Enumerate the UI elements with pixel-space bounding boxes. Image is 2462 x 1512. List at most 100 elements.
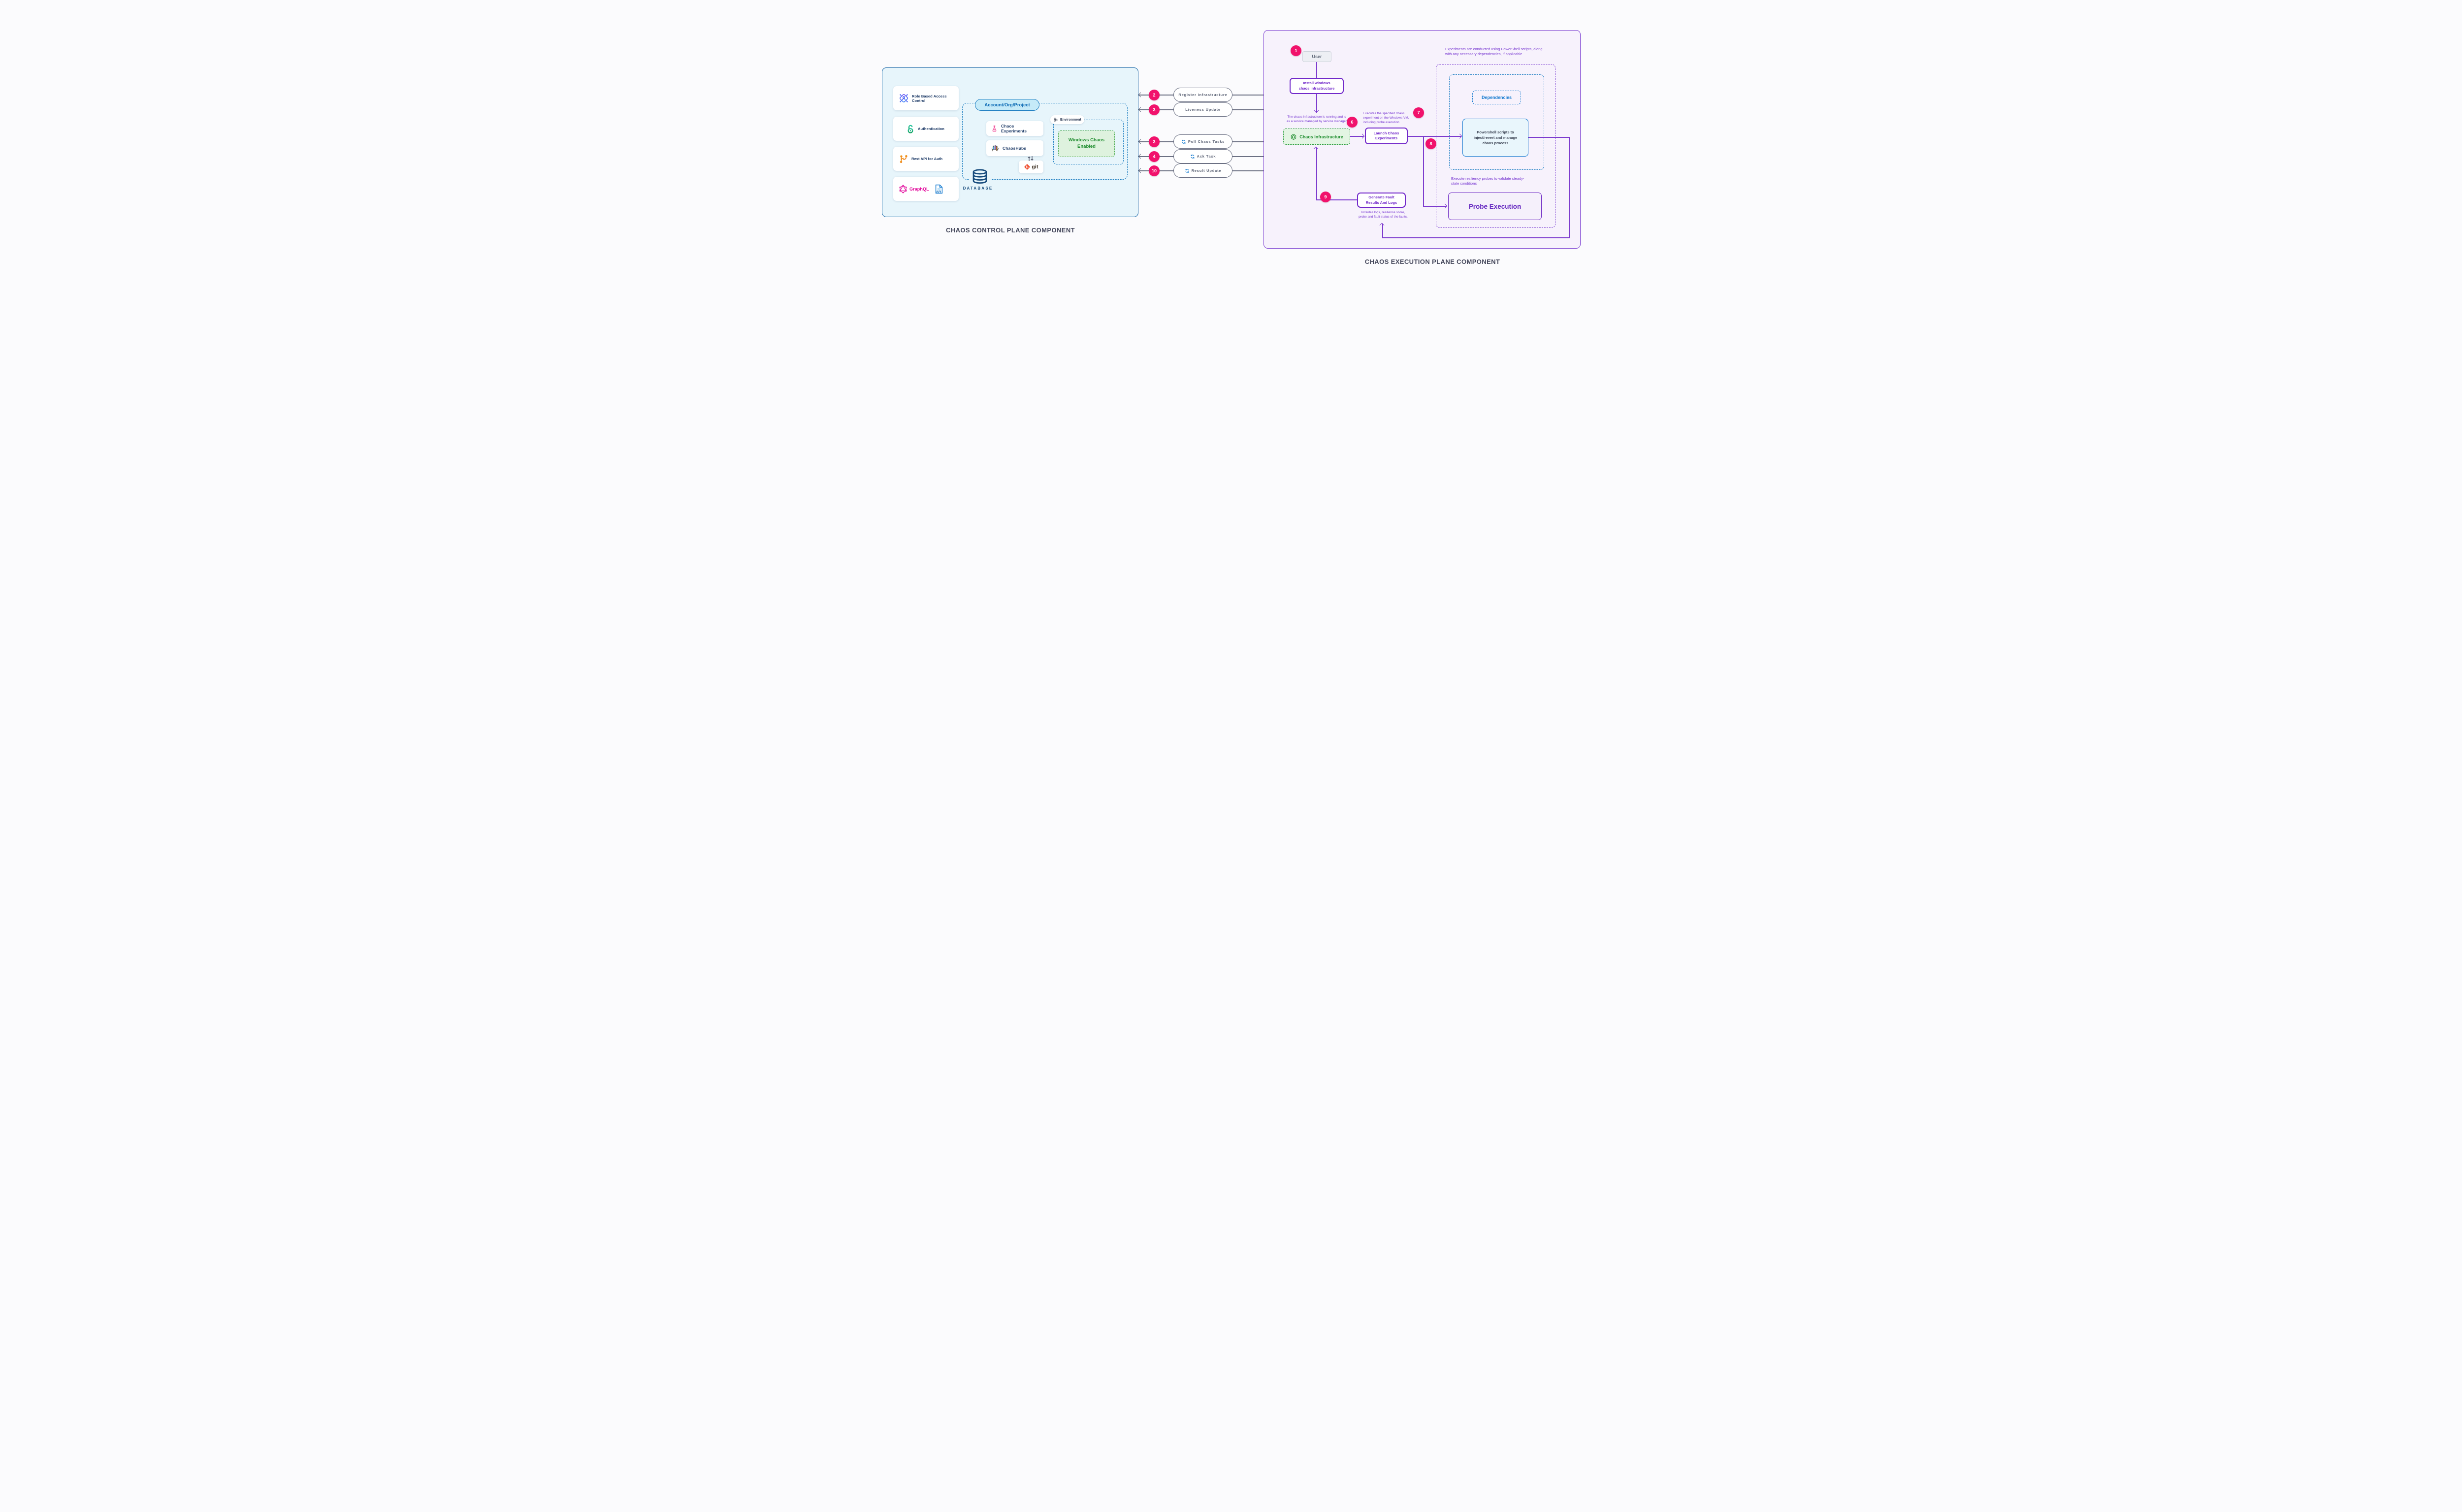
- account-org-project-pill: Account/Org/Project: [975, 99, 1039, 111]
- arrow-down-icon: [1314, 108, 1319, 113]
- flow-line: [1383, 237, 1570, 238]
- git-card: git: [1019, 161, 1043, 173]
- flow-line: [1316, 62, 1317, 78]
- rest-api-label: Rest API for Auth: [911, 157, 943, 161]
- database-icon: [969, 168, 991, 185]
- liveness-update-label: Liveness Update: [1185, 107, 1221, 112]
- sync-arrows-icon: [1027, 156, 1034, 161]
- windows-chaos-enabled-box: Windows Chaos Enabled: [1058, 130, 1115, 157]
- environment-hexagons-icon: [1053, 117, 1058, 122]
- arrow-left-icon: [1138, 154, 1143, 159]
- api-document-icon: API: [935, 184, 943, 194]
- environment-label: Environment: [1060, 118, 1081, 122]
- scripts-scope-dashed-box: [1436, 64, 1555, 228]
- ack-task-label: Ack Task: [1197, 154, 1216, 159]
- step-badge-2: 2: [1149, 90, 1160, 100]
- probe-note: Execute resiliency probes to validate st…: [1451, 176, 1524, 186]
- step-badge-3b: 3: [1149, 136, 1160, 147]
- chaos-experiments-label: Chaos Experiments: [1001, 124, 1027, 133]
- git-label: git: [1032, 164, 1038, 170]
- control-plane-title: CHAOS CONTROL PLANE COMPONENT: [946, 226, 1075, 234]
- chaos-infrastructure-label: Chaos Infrastructure: [1299, 134, 1343, 139]
- flow-line: [1350, 136, 1363, 137]
- rest-api-card: Rest API for Auth: [893, 147, 959, 171]
- rbac-card: Role Based Access Control: [893, 86, 959, 110]
- account-scope-dashed-box: [962, 103, 1128, 180]
- infra-running-note: The chaos infrastructure is running and …: [1286, 115, 1347, 123]
- install-infra-box: Install windows chaos infrastructure: [1290, 78, 1344, 94]
- auth-lock-icon: [906, 124, 915, 134]
- rbac-icon: [899, 93, 909, 103]
- chaoshubs-label: ChaosHubs: [1003, 146, 1027, 151]
- step-badge-1: 1: [1291, 45, 1301, 56]
- flow-line: [1528, 137, 1569, 138]
- arrow-up-icon: [1379, 223, 1385, 228]
- svg-text:API: API: [936, 191, 941, 193]
- git-icon: [1024, 163, 1031, 170]
- flow-line: [1423, 136, 1424, 206]
- arrow-left-icon: [1138, 168, 1143, 173]
- graphql-card: GraphQL API: [893, 177, 959, 201]
- arrow-up-icon: [1313, 146, 1319, 152]
- flow-line: [1316, 94, 1317, 112]
- control-plane-panel: Role Based Access Control Authentication…: [882, 67, 1138, 217]
- powershell-scripts-box: Powershell scripts to inject/revert and …: [1462, 119, 1528, 157]
- step-badge-9: 9: [1320, 192, 1331, 202]
- launch-note: Executes the specified chaos experiment …: [1363, 112, 1409, 124]
- environment-pill: Environment: [1050, 115, 1084, 124]
- ack-task-pill: Ack Task: [1173, 149, 1232, 163]
- chaoshubs-card: ChaosHubs: [986, 140, 1043, 156]
- flow-line: [1569, 137, 1570, 238]
- step-badge-8: 8: [1425, 138, 1436, 149]
- probe-execution-box: Probe Execution: [1448, 193, 1542, 220]
- flow-line: [1423, 206, 1446, 207]
- powershell-scope-dashed-box: [1449, 74, 1544, 170]
- database-label: DATABASE: [963, 186, 993, 191]
- sync-refresh-icon: [1190, 154, 1195, 159]
- sync-refresh-icon: [1181, 139, 1186, 144]
- arrow-right-icon: [1360, 133, 1365, 139]
- flow-line: [1316, 148, 1317, 200]
- environment-dashed-box: [1053, 120, 1124, 164]
- launch-chaos-experiments-box: Launch Chaos Experiments: [1365, 128, 1408, 144]
- step-badge-4: 4: [1149, 151, 1160, 162]
- graphql-label: GraphQL: [909, 186, 929, 192]
- graphql-icon: [899, 185, 907, 193]
- liveness-update-pill: Liveness Update: [1173, 102, 1232, 117]
- arrow-left-icon: [1138, 139, 1143, 144]
- flow-line: [1317, 199, 1357, 200]
- result-update-label: Result Update: [1191, 168, 1222, 173]
- chaos-infrastructure-hexagon-icon: [1290, 133, 1297, 140]
- step-badge-7: 7: [1413, 107, 1424, 118]
- register-infrastructure-pill: Register Infrastructure: [1173, 88, 1232, 102]
- execution-plane-panel: 1 User Install windows chaos infrastruct…: [1263, 30, 1581, 249]
- chaos-infrastructure-box: Chaos Infrastructure: [1283, 129, 1350, 145]
- authentication-card: Authentication: [893, 117, 959, 141]
- flow-line: [1408, 136, 1461, 137]
- step-badge-10: 10: [1149, 165, 1160, 176]
- sync-refresh-icon: [1185, 168, 1190, 173]
- chaos-experiments-card: Chaos Experiments: [986, 121, 1043, 136]
- results-note: Includes logs, resilience score, probe a…: [1359, 211, 1408, 219]
- generate-fault-results-box: Generate Fault Results And Logs: [1357, 193, 1406, 208]
- result-update-pill: Result Update: [1173, 163, 1232, 178]
- rbac-label: Role Based Access Control: [912, 94, 947, 103]
- chaoshubs-icon: [991, 144, 1000, 153]
- rest-api-icon: [899, 154, 908, 164]
- chaos-architecture-diagram: Role Based Access Control Authentication…: [851, 0, 1611, 302]
- register-infrastructure-label: Register Infrastructure: [1178, 93, 1228, 97]
- windows-chaos-enabled-label: Windows Chaos Enabled: [1068, 137, 1105, 149]
- step-badge-6: 6: [1347, 117, 1358, 128]
- poll-chaos-tasks-pill: Poll Chaos Tasks: [1173, 134, 1232, 149]
- account-org-project-label: Account/Org/Project: [984, 102, 1030, 108]
- execution-plane-title: CHAOS EXECUTION PLANE COMPONENT: [1364, 258, 1500, 265]
- user-box: User: [1302, 51, 1331, 62]
- arrow-left-icon: [1138, 92, 1143, 97]
- flow-line: [1382, 224, 1383, 238]
- flask-icon: [991, 125, 998, 132]
- powershell-top-note: Experiments are conducted using PowerShe…: [1445, 47, 1543, 57]
- arrow-left-icon: [1138, 107, 1143, 112]
- dependencies-box: Dependencies: [1472, 91, 1521, 104]
- poll-chaos-tasks-label: Poll Chaos Tasks: [1188, 139, 1225, 144]
- step-badge-3: 3: [1149, 104, 1160, 115]
